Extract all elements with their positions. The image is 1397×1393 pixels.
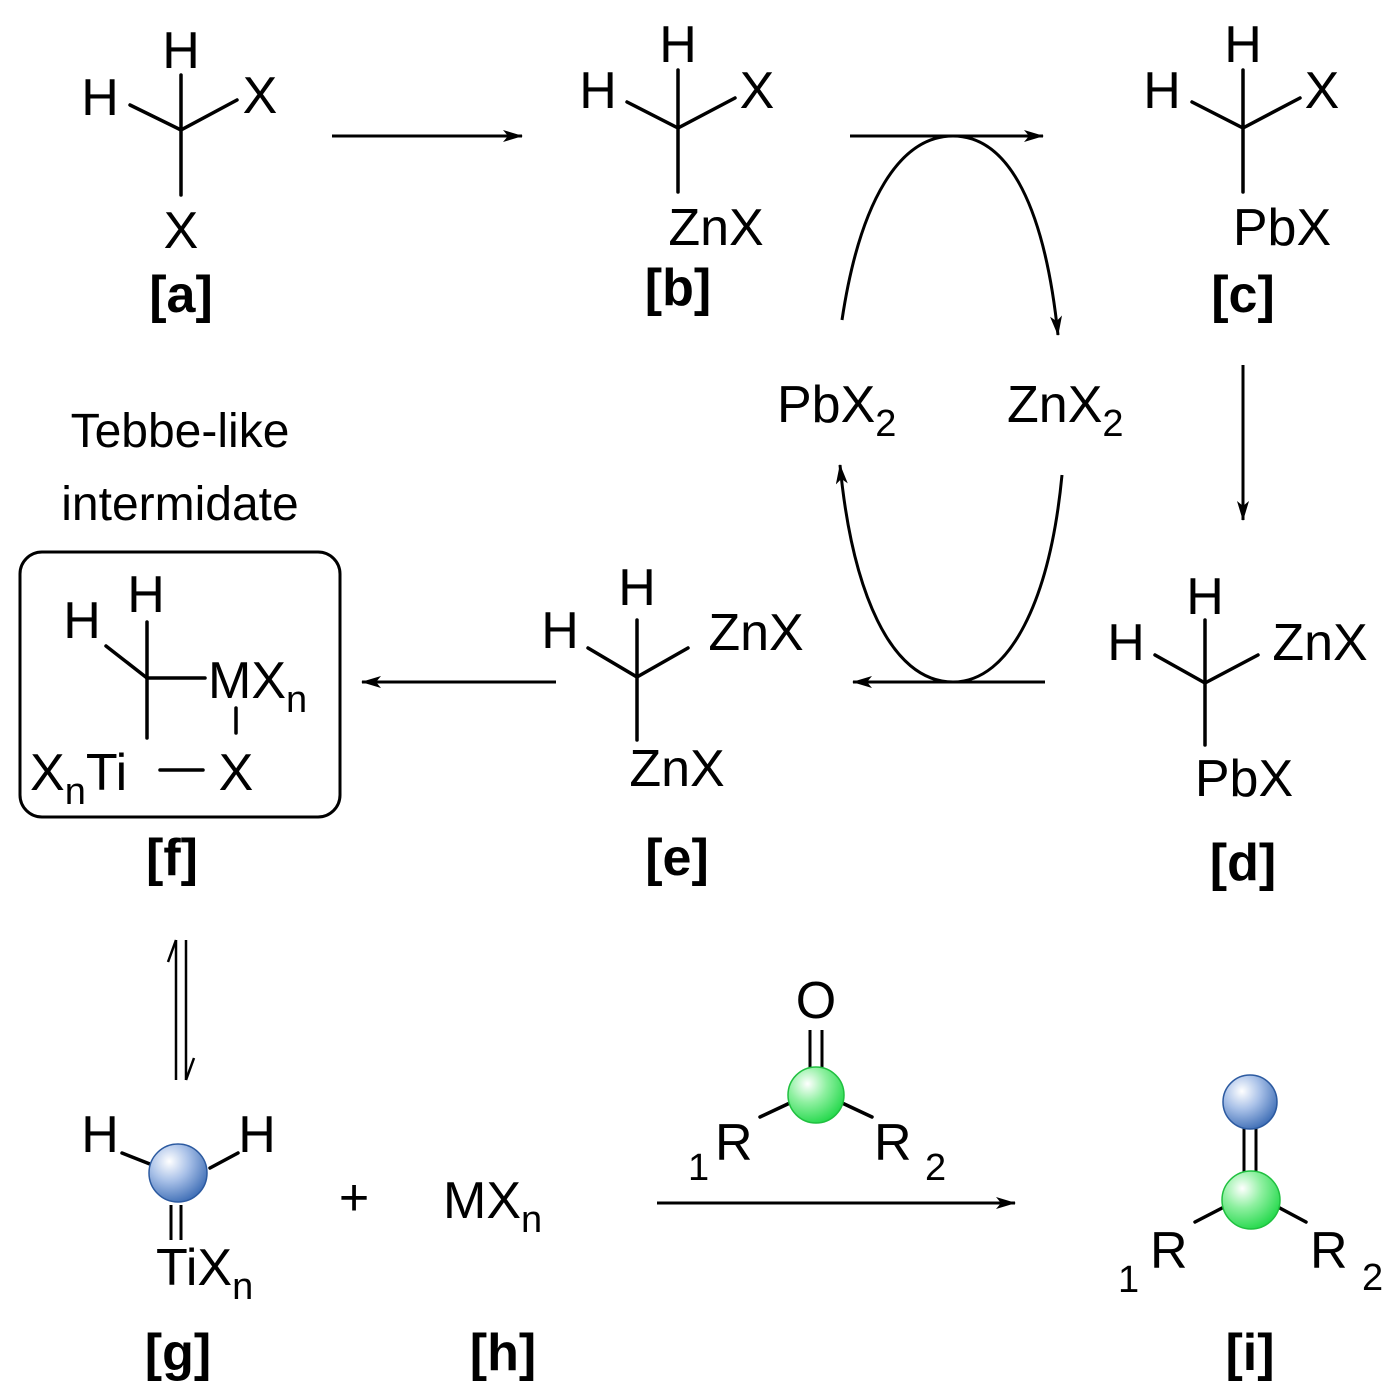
caption-line-1: Tebbe-like (71, 405, 290, 458)
group-znx: ZnX (1272, 614, 1367, 672)
plus-sign: + (339, 1169, 369, 1227)
atom-x: X (243, 67, 278, 125)
compound-d: H H ZnX PbX [d] (1107, 568, 1367, 892)
label-c: [c] (1211, 266, 1275, 324)
carbonyl-reagent: O 1 R R 2 (688, 972, 946, 1189)
ti-text: Ti (156, 1239, 197, 1297)
subscript-1: 1 (688, 1147, 709, 1189)
subscript-2: 2 (1102, 403, 1123, 445)
group-znx: ZnX (668, 199, 763, 257)
methylene-carbon-ball (1222, 1074, 1278, 1130)
label-i: [i] (1225, 1324, 1274, 1382)
label-b: [b] (645, 259, 711, 317)
label-h: [h] (470, 1324, 536, 1382)
compound-c: H H X PbX [c] (1143, 16, 1339, 324)
atom-h: H (238, 1106, 276, 1164)
compound-e: H H ZnX ZnX [e] (541, 559, 803, 887)
svg-text:MXn: MXn (443, 1172, 542, 1241)
x-text: X (841, 376, 876, 434)
atom-h: H (1143, 62, 1181, 120)
caption-line-2: intermidate (61, 478, 298, 531)
atom-x: X (1305, 62, 1340, 120)
salt-znx2: ZnX2 (1007, 376, 1124, 445)
atom-r: R (1150, 1222, 1188, 1280)
intermediate-box (18, 550, 342, 819)
atom-h: H (541, 602, 579, 660)
salt-pbx2: PbX2 (777, 376, 896, 445)
atom-o: O (796, 972, 836, 1030)
equilibrium-arrows (166, 939, 196, 1081)
group-znx: ZnX (629, 740, 724, 798)
compound-a: H H X X [a] (81, 22, 277, 324)
subscript-n: n (65, 771, 86, 813)
pb-text: Pb (777, 376, 841, 434)
compound-g: H H TiXn [g] (81, 1106, 276, 1382)
subscript-n: n (286, 679, 307, 721)
atom-r: R (715, 1114, 753, 1172)
subscript-2: 2 (925, 1147, 946, 1189)
svg-text:PbX2: PbX2 (777, 376, 896, 445)
atom-h: H (63, 592, 101, 650)
atom-x: X (219, 744, 254, 802)
x-text: X (30, 744, 65, 802)
m-text: M (208, 652, 251, 710)
atom-r: R (1310, 1222, 1348, 1280)
m-text: M (443, 1172, 486, 1230)
atom-h: H (579, 62, 617, 120)
methylene-carbon-ball (148, 1143, 208, 1203)
atom-x: X (740, 62, 775, 120)
x-text: X (486, 1172, 521, 1230)
group-pbx: PbX (1233, 199, 1331, 257)
transmetalation-curve-arrow (835, 464, 1064, 684)
label-g: [g] (145, 1324, 211, 1382)
atom-r: R (874, 1114, 912, 1172)
subscript-2: 2 (1362, 1257, 1383, 1299)
atom-h: H (659, 16, 697, 74)
svg-text:ZnX2: ZnX2 (1007, 376, 1124, 445)
transmetalation-curve-arrow (840, 134, 1062, 336)
alkene-carbon-ball (1221, 1170, 1281, 1230)
ti-text: Ti (86, 744, 127, 802)
atom-h: H (162, 22, 200, 80)
svg-text:TiXn: TiXn (156, 1239, 253, 1308)
label-a: [a] (149, 266, 213, 324)
subscript-1: 1 (1118, 1259, 1139, 1301)
label-d: [d] (1210, 834, 1276, 892)
atom-h: H (81, 1106, 119, 1164)
label-e: [e] (645, 829, 709, 887)
group-znx: ZnX (708, 604, 803, 662)
carbonyl-carbon-ball (787, 1066, 845, 1124)
atom-h: H (1224, 16, 1262, 74)
atom-h: H (1186, 568, 1224, 626)
atom-h: H (1107, 614, 1145, 672)
atom-h: H (81, 69, 119, 127)
svg-text:XnTi: XnTi (30, 744, 127, 813)
atom-h: H (618, 559, 656, 617)
group-pbx: PbX (1195, 750, 1293, 808)
compound-i: 1 R R 2 [i] (1118, 1074, 1383, 1382)
zn-text: Zn (1007, 376, 1068, 434)
x-text: X (251, 652, 286, 710)
x-text: X (197, 1239, 232, 1297)
label-f: [f] (146, 829, 198, 887)
svg-text:MXn: MXn (208, 652, 307, 721)
compound-h: MXn [h] (443, 1172, 542, 1382)
atom-h: H (127, 566, 165, 624)
compound-b: H H X ZnX [b] (579, 16, 774, 317)
x-text: X (1068, 376, 1103, 434)
atom-x: X (164, 202, 199, 260)
subscript-n: n (521, 1199, 542, 1241)
subscript-2: 2 (875, 403, 896, 445)
subscript-n: n (232, 1266, 253, 1308)
compound-f: H H MXn XnTi X [f] (18, 550, 342, 887)
